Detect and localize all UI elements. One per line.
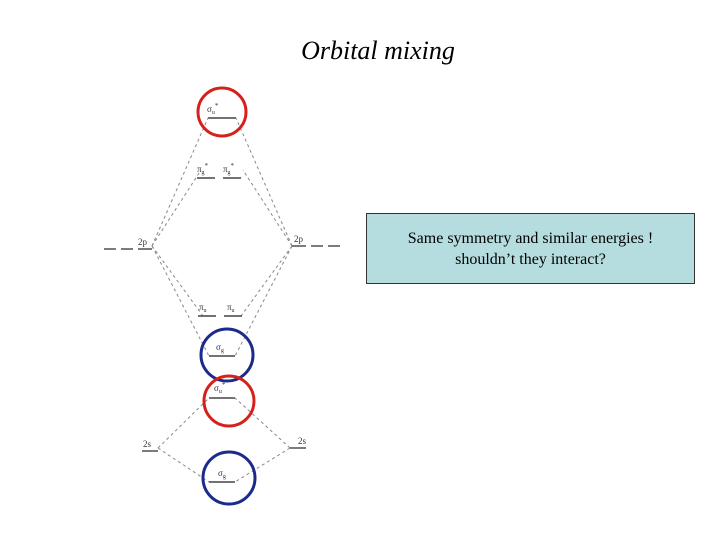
- corr-line: [242, 169, 293, 247]
- mo-subscript: g: [228, 170, 231, 176]
- corr-line: [151, 169, 202, 247]
- svg-text:σu*: σu*: [207, 102, 219, 116]
- mo-pi-u-2: πu: [224, 302, 242, 317]
- mo-symbol: π: [197, 164, 202, 174]
- mo-superscript: *: [231, 162, 235, 170]
- mo-subscript: g: [202, 170, 205, 176]
- callout-box: Same symmetry and similar energies ! sho…: [366, 213, 695, 284]
- callout-line-2: shouldn’t they interact?: [455, 250, 606, 268]
- corr-line: [151, 117, 209, 247]
- ao-2s-left: 2s: [142, 439, 158, 452]
- ao-2s-left-label: 2s: [143, 439, 152, 449]
- svg-text:σg: σg: [216, 342, 224, 354]
- ao-2p-left: 2p: [104, 237, 152, 250]
- mo-symbol: σ: [214, 383, 219, 393]
- ao-2s-right: 2s: [290, 436, 307, 449]
- mo-subscript: u: [219, 389, 222, 395]
- mo-subscript: g: [223, 474, 226, 480]
- highlight-circle-sigma-g-2s: [201, 450, 257, 506]
- svg-text:σu*: σu*: [214, 381, 226, 395]
- highlight-circle-sigma-u-star-2s: [202, 374, 256, 428]
- mo-sigma-g-2p: σg: [209, 342, 235, 357]
- mo-symbol: σ: [207, 104, 212, 114]
- mo-subscript: u: [204, 308, 207, 314]
- corr-line: [235, 117, 293, 247]
- ao-2s-right-label: 2s: [298, 436, 307, 446]
- svg-text:σg: σg: [218, 468, 226, 480]
- mo-sigma-u-star-2s: σu*: [209, 381, 235, 399]
- ao-2p-right-label: 2p: [294, 234, 304, 244]
- mo-pi-g-star-2: πg*: [223, 162, 241, 179]
- svg-text:πu: πu: [227, 302, 235, 314]
- svg-text:πu: πu: [199, 302, 207, 314]
- mo-superscript: *: [222, 381, 226, 389]
- corr-line: [157, 397, 210, 449]
- mo-symbol: π: [227, 302, 232, 312]
- corr-line: [151, 245, 204, 317]
- corr-line: [151, 245, 210, 357]
- highlight-circle-sigma-g: [199, 327, 255, 383]
- mo-subscript: u: [212, 110, 215, 116]
- svg-text:πg*: πg*: [223, 162, 235, 176]
- mo-subscript: g: [221, 348, 224, 354]
- mo-symbol: σ: [216, 342, 221, 352]
- corr-line: [234, 397, 291, 449]
- callout-line-1: Same symmetry and similar energies !: [407, 229, 654, 247]
- mo-sigma-g-2s: σg: [209, 468, 235, 483]
- corr-line: [240, 245, 293, 317]
- correlation-lines: [151, 117, 293, 483]
- svg-text:πg*: πg*: [197, 162, 209, 176]
- mo-sigma-u-star: σu*: [207, 102, 236, 119]
- mo-symbol: π: [223, 164, 228, 174]
- mo-superscript: *: [215, 102, 219, 110]
- slide-title: Orbital mixing: [301, 36, 455, 65]
- mo-subscript: u: [232, 308, 235, 314]
- mo-pi-g-star-1: πg*: [197, 162, 215, 179]
- corr-line: [157, 447, 210, 483]
- ao-2p-left-label: 2p: [138, 237, 148, 247]
- mo-superscript: *: [205, 162, 209, 170]
- mo-symbol: σ: [218, 468, 223, 478]
- mo-pi-u-1: πu: [198, 302, 216, 317]
- corr-line: [234, 447, 291, 483]
- highlight-circle-sigma-u-star: [196, 86, 248, 138]
- ao-2p-right: 2p: [292, 234, 340, 247]
- corr-line: [234, 245, 293, 357]
- mo-symbol: π: [199, 302, 204, 312]
